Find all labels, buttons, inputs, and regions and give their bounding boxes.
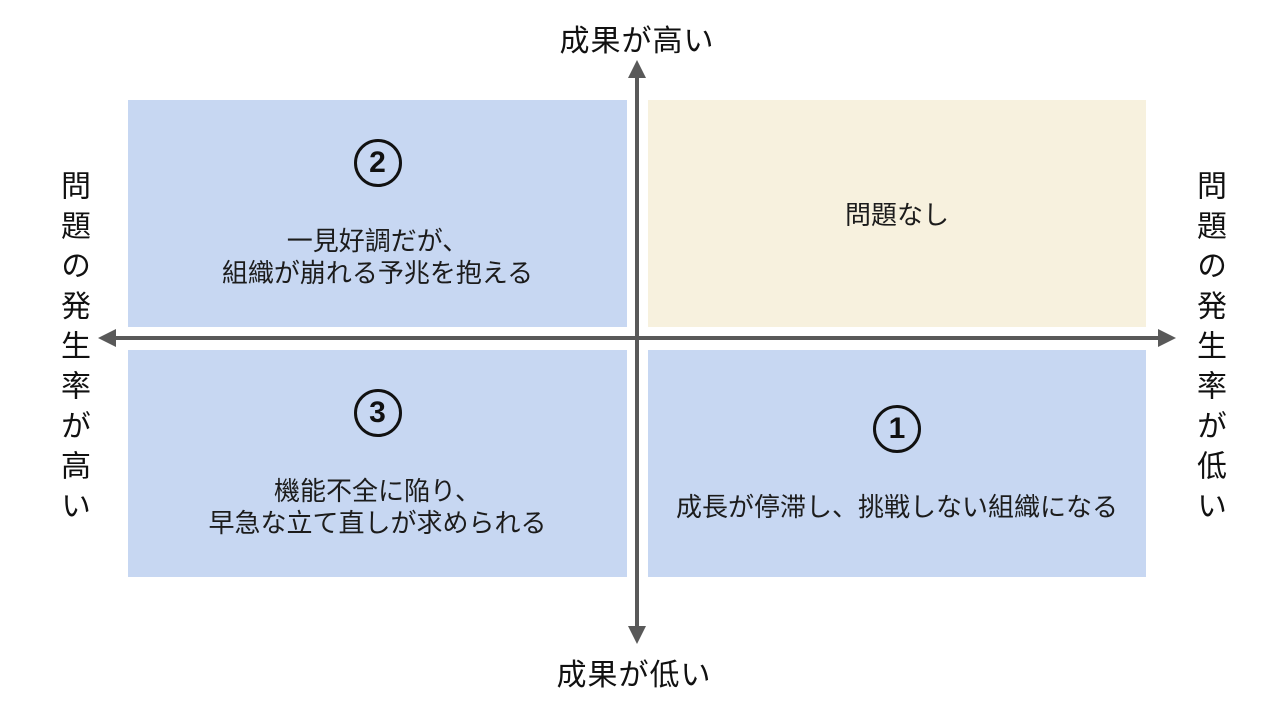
arrow-up-icon bbox=[628, 60, 646, 78]
quadrant-top-left: 2 一見好調だが、 組織が崩れる予兆を抱える bbox=[128, 100, 627, 327]
quadrant-bottom-right: 1 成長が停滞し、挑戦しない組織になる bbox=[648, 350, 1146, 577]
quadrant-3-description: 機能不全に陥り、 早急な立て直しが求められる bbox=[208, 475, 546, 539]
quadrant-1-description-line-1: 成長が停滞し、挑戦しない組織になる bbox=[675, 491, 1118, 522]
y-axis-line bbox=[635, 76, 639, 630]
quadrant-1-description: 成長が停滞し、挑戦しない組織になる bbox=[676, 491, 1118, 523]
quadrant-no-problem-label: 問題なし bbox=[844, 200, 949, 230]
quadrant-3-description-line-1: 機能不全に陥り、 bbox=[274, 475, 481, 506]
quadrant-3-number-badge: 3 bbox=[353, 388, 402, 437]
arrow-down-icon bbox=[628, 626, 646, 644]
x-axis-line bbox=[114, 336, 1160, 340]
quadrant-2-description-line-1: 一見好調だが、 bbox=[286, 225, 469, 256]
quadrant-top-right: 問題なし bbox=[648, 100, 1146, 327]
quadrant-3-description-line-2: 早急な立て直しが求められる bbox=[208, 507, 547, 538]
quadrant-2-number-badge: 2 bbox=[353, 138, 402, 187]
arrow-right-icon bbox=[1158, 329, 1176, 347]
quadrant-2-description: 一見好調だが、 組織が崩れる予兆を抱える bbox=[222, 225, 533, 289]
quadrant-1-number-badge: 1 bbox=[873, 404, 921, 453]
arrow-left-icon bbox=[98, 329, 116, 347]
quadrant-bottom-left: 3 機能不全に陥り、 早急な立て直しが求められる bbox=[128, 350, 627, 577]
axis-label-left: 問題の発生率が高い bbox=[56, 170, 89, 530]
axis-label-bottom: 成果が低い bbox=[556, 659, 712, 692]
axis-label-right: 問題の発生率が低い bbox=[1192, 170, 1225, 530]
axis-label-top: 成果が高い bbox=[559, 25, 715, 58]
quadrant-2-description-line-2: 組織が崩れる予兆を抱える bbox=[221, 257, 534, 288]
